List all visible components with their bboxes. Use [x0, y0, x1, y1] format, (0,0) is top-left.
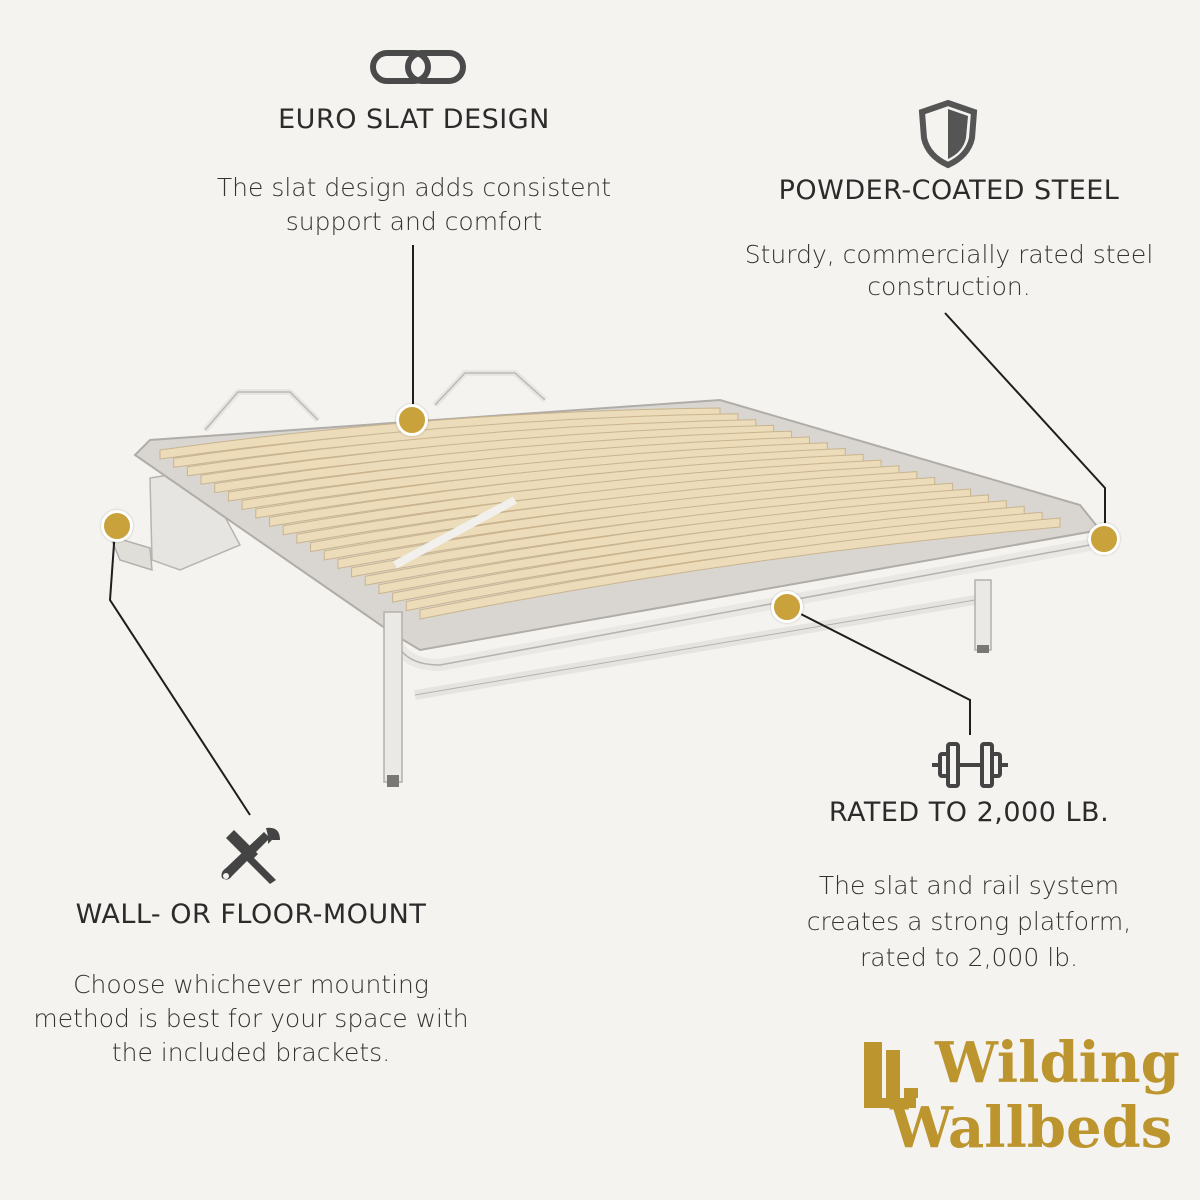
euro-slat-description: The slat design adds consistent support … [216, 173, 612, 236]
logo-line1: Wilding [935, 1030, 1180, 1096]
logo-line2: Wallbeds [890, 1095, 1173, 1161]
callout-dot-rated [771, 591, 803, 623]
dumbbell-icon [932, 742, 1008, 788]
mount-description: Choose whichever mounting method is best… [33, 970, 469, 1067]
powder-coated-description: Sturdy, commercially rated steel constru… [744, 240, 1154, 301]
euro-slat-title: EURO SLAT DESIGN [278, 104, 550, 135]
chain-link-icon [370, 50, 466, 84]
bed-slat [419, 517, 1061, 620]
wilding-logo-mark [864, 1042, 918, 1108]
powder-coated-title: POWDER-COATED STEEL [778, 175, 1120, 206]
mount-title: WALL- OR FLOOR-MOUNT [75, 899, 427, 930]
shield-icon [918, 99, 978, 169]
tools-icon [221, 827, 280, 884]
rated-description: The slat and rail system creates a stron… [806, 871, 1132, 972]
rated-title: RATED TO 2,000 LB. [828, 797, 1110, 828]
callout-dot-slat [396, 404, 428, 436]
callout-dot-mount [101, 510, 133, 542]
callout-dot-steel [1088, 523, 1120, 555]
